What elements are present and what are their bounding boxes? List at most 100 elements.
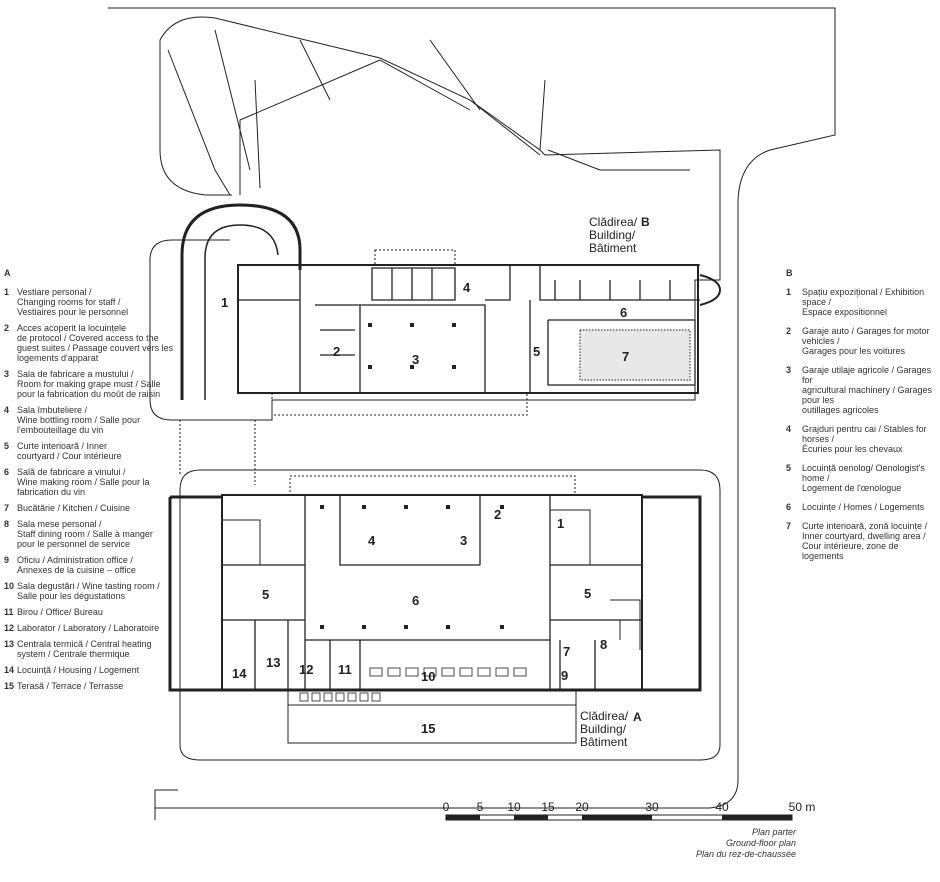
- legend-item-number: 11: [4, 607, 14, 617]
- columns: [320, 323, 504, 629]
- legend-item-text: Locuință / Housing / Logement: [17, 665, 140, 675]
- room-label-a: 15: [421, 721, 435, 736]
- legend-item: 3 Garaje utilaje agricole / Garages for a…: [786, 365, 936, 415]
- building-b-extension: [529, 300, 696, 393]
- legend-item-number: 15: [4, 681, 15, 691]
- room-label-a: 1: [557, 516, 564, 531]
- legend-item: 8 Sala mese personal / Staff dining room …: [4, 519, 179, 549]
- room-label-a: 2: [494, 507, 501, 522]
- room-label-b: 7: [622, 349, 629, 364]
- room-label-a: 5: [262, 587, 269, 602]
- legend-item-number: 7: [4, 503, 10, 513]
- legend-item-text: Garaje utilaje agricole / Garages for ag…: [802, 365, 933, 415]
- legend-item-text: Garaje auto / Garages for motor vehicles…: [802, 326, 930, 356]
- room-label-a: 6: [412, 593, 419, 608]
- building-b-letter: B: [641, 215, 650, 229]
- legend-item-text: Sala de fabricare a mustului / Room for …: [17, 369, 161, 399]
- scale-tick: 10: [507, 800, 521, 814]
- tasting-tables: [299, 667, 527, 702]
- room-label-a: 11: [338, 662, 352, 677]
- building-b-walls: [238, 264, 700, 393]
- building-a-label: Clădirea/ Building/ Bâtiment A: [580, 697, 642, 762]
- legend-item-text: Sala mese personal / Staff dining room /…: [17, 519, 153, 549]
- building-b-label: Clădirea/ Building/ Bâtiment B: [589, 203, 650, 268]
- legend-item-text: Birou / Office/ Bureau: [17, 607, 103, 617]
- site-boundary: [108, 7, 836, 809]
- building-b-name: Clădirea/ Building/ Bâtiment: [589, 215, 638, 255]
- legend-item-number: 14: [4, 665, 15, 675]
- scale-tick: 30: [645, 800, 659, 814]
- caption-line: Plan parter: [751, 827, 796, 837]
- room-label-b: 1: [221, 295, 228, 310]
- plot-outline: [149, 16, 721, 421]
- ramp-inner: [204, 224, 279, 400]
- room-label-a: 9: [561, 668, 568, 683]
- legend-item-number: 4: [4, 405, 10, 415]
- room-label-b: 5: [533, 344, 540, 359]
- room-label-a: 8: [600, 637, 607, 652]
- scale-end-label: 50 m: [789, 800, 816, 814]
- room-label-a: 13: [266, 655, 280, 670]
- legend-item: 7 Bucătărie / Kitchen / Cuisine: [4, 503, 179, 513]
- room-label-a: 14: [232, 666, 247, 681]
- legend-item-text: Grajduri pentru cai / Stables for horses…: [802, 424, 927, 454]
- building-a-outline: [221, 494, 643, 691]
- legend-item-number: 5: [786, 463, 792, 473]
- courtyard-b-hatch: [579, 329, 691, 381]
- legend-item-text: Laborator / Laboratory / Laboratoire: [17, 623, 160, 633]
- legend-item-number: 6: [786, 502, 792, 512]
- legend-item-text: Acces acoperit la locuințele de protocol…: [17, 323, 174, 363]
- building-a-letter: A: [633, 710, 642, 724]
- building-a-walls: [222, 495, 642, 690]
- road-edge: [154, 789, 178, 820]
- legend-item-text: Terasă / Terrace / Terrasse: [17, 681, 124, 691]
- room-label-a: 10: [421, 669, 435, 684]
- roof-lines: [167, 29, 690, 196]
- plan-caption: Plan parter Ground-floor plan Plan du re…: [696, 827, 796, 860]
- legend-item-number: 2: [786, 326, 792, 336]
- legend-item-text: Sala îmbuteliere / Wine bottling room / …: [17, 405, 141, 435]
- legend-item-number: 3: [786, 365, 792, 375]
- scale-tick: 5: [477, 800, 484, 814]
- room-label-b: 4: [463, 280, 471, 295]
- plot-outline-inner: [239, 39, 546, 195]
- legend-item: 5 Curte interioară / Inner courtyard / Co…: [4, 441, 179, 461]
- room-label-b: 6: [620, 305, 627, 320]
- legend-item-text: Sală de fabricare a vinului / Wine makin…: [17, 467, 150, 497]
- legend-item-number: 7: [786, 521, 792, 531]
- legend-item-number: 1: [786, 287, 792, 297]
- scale-bar: [445, 814, 793, 821]
- room-label-b: 3: [412, 352, 419, 367]
- legend-item-text: Bucătărie / Kitchen / Cuisine: [17, 503, 131, 513]
- legend-item-text: Curte interioară / Inner courtyard / Cou…: [17, 441, 122, 461]
- legend-item: 4 Grajduri pentru cai / Stables for horse…: [786, 424, 936, 454]
- caption-line: Plan du rez-de-chaussée: [695, 849, 796, 859]
- room-label-a: 12: [299, 662, 313, 677]
- terrace-a: [287, 704, 577, 744]
- legend-item-number: 5: [4, 441, 10, 451]
- dashed-canopy-a: [289, 475, 576, 496]
- legend-item-number: 9: [4, 555, 10, 565]
- scale-tick: 0: [443, 800, 450, 814]
- legend-item-text: Vestiare personal / Changing rooms for s…: [17, 287, 129, 317]
- legend-item-number: 12: [4, 623, 15, 633]
- dashed-canopy-b-top: [374, 249, 456, 266]
- legend-item-number: 4: [786, 424, 792, 434]
- building-a-name: Clădirea/ Building/ Bâtiment: [580, 709, 629, 749]
- legend-item: 4 Sala îmbuteliere / Wine bottling room /…: [4, 405, 179, 435]
- legend-item-number: 8: [4, 519, 10, 529]
